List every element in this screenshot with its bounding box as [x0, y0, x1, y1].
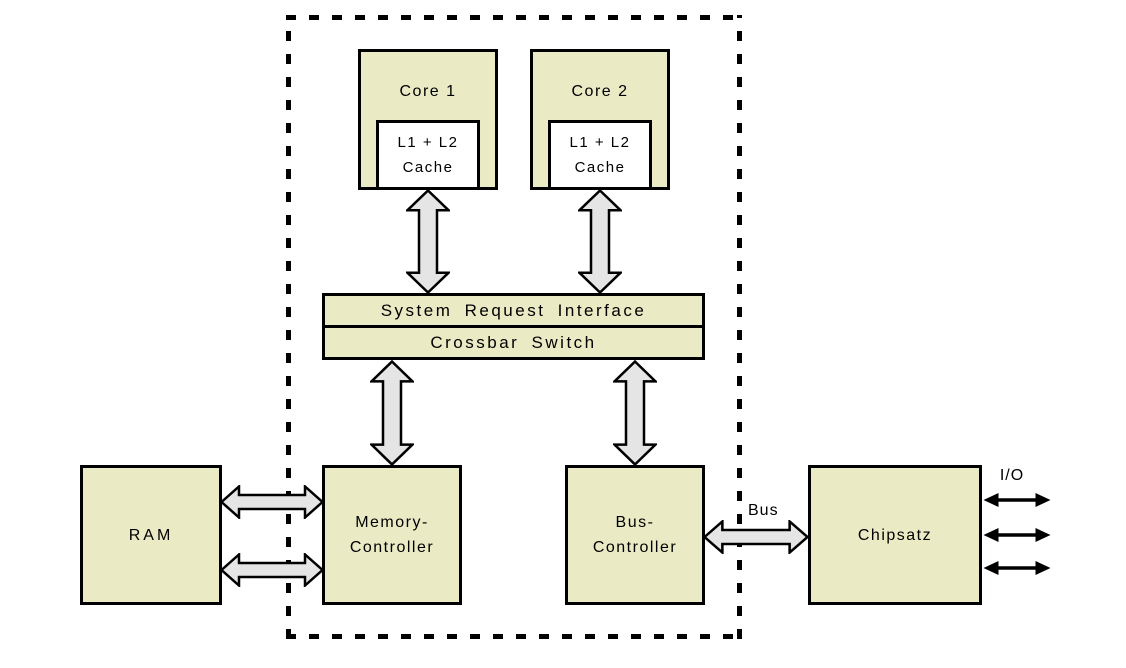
crossbar-switch-label: Crossbar Switch [430, 332, 597, 352]
core1-cache-box: L1 + L2 Cache [376, 120, 480, 190]
core2-label: Core 2 [571, 83, 629, 100]
memory-controller-line2: Controller [349, 539, 435, 556]
memory-controller-box: Memory- Controller [322, 465, 462, 605]
chipset-label: Chipsatz [857, 526, 933, 544]
bus-controller-box: Bus- Controller [565, 465, 705, 605]
memory-controller-line1: Memory- [355, 514, 429, 531]
sri-crossbar-stack: System Request Interface Crossbar Switch [322, 293, 705, 360]
double-arrow-cache2-sri [578, 189, 622, 294]
core2-cache-line2: Cache [574, 159, 626, 176]
io-double-arrow-3 [983, 561, 1051, 575]
core1-cache-line1: L1 + L2 [397, 134, 459, 151]
core2-cache-box: L1 + L2 Cache [548, 120, 652, 190]
double-arrow-ram-memory-controller-1 [220, 485, 324, 519]
double-arrow-ram-memory-controller-2 [220, 553, 324, 587]
core1-cache-line2: Cache [402, 159, 454, 176]
ram-label: RAM [128, 526, 174, 544]
io-double-arrow-2 [983, 528, 1051, 542]
core2-cache-line1: L1 + L2 [569, 134, 631, 151]
system-request-interface-label: System Request Interface [380, 300, 647, 320]
double-arrow-crossbar-memory-controller [370, 360, 414, 466]
io-edge-label: I/O [999, 467, 1025, 484]
double-arrow-cache1-sri [406, 189, 450, 294]
bus-controller-line1: Bus- [615, 514, 655, 531]
bus-controller-line2: Controller [592, 539, 678, 556]
double-arrow-crossbar-bus-controller [613, 360, 657, 466]
double-arrow-bus-controller-chipset [703, 520, 809, 554]
core1-label: Core 1 [399, 83, 457, 100]
crossbar-switch-bar: Crossbar Switch [325, 328, 702, 357]
chipset-box: Chipsatz [808, 465, 982, 605]
ram-box: RAM [80, 465, 222, 605]
system-request-interface-bar: System Request Interface [325, 296, 702, 328]
bus-edge-label: Bus [748, 502, 779, 519]
io-double-arrow-1 [983, 493, 1051, 507]
